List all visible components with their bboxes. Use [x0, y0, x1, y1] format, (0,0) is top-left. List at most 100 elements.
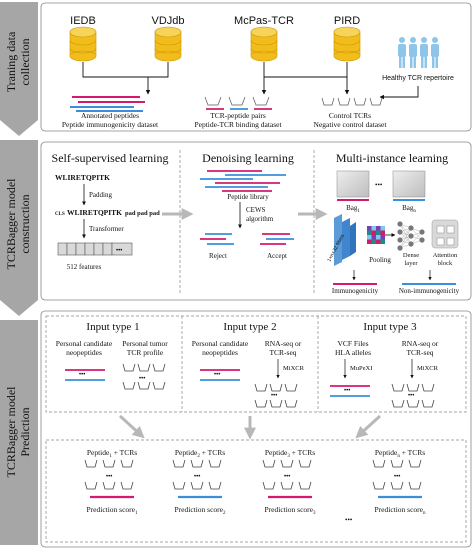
bag-n-image — [392, 170, 426, 198]
ssl-sequence: WLIRETQPITK — [55, 173, 110, 182]
svg-text:Personal tumor: Personal tumor — [122, 339, 168, 348]
neuron — [419, 229, 425, 235]
tcr-icon — [120, 459, 134, 468]
grid-cell — [367, 239, 372, 244]
tcr-icon — [390, 481, 404, 490]
output-3-line1: Control TCRs — [329, 111, 371, 120]
control-tcr-glyph — [337, 97, 351, 106]
neuron — [408, 241, 414, 247]
tcr-icon — [102, 481, 116, 490]
healthy-label: Healthy TCR repertoire — [382, 75, 454, 82]
tcr-icon — [284, 399, 298, 408]
mil-attn1: Attention — [433, 252, 458, 259]
tcr-icon — [391, 399, 405, 408]
stage-label-2: TCRBagger modelconstruction — [4, 178, 32, 270]
grid-cell — [367, 235, 372, 240]
grid-cell — [371, 230, 376, 235]
mil-attn2: block — [438, 260, 453, 267]
ellipsis: ••• — [139, 376, 145, 382]
tcr-glyph — [252, 96, 270, 106]
ssl-transformer: Transformer — [89, 225, 124, 233]
grid-cell — [376, 226, 381, 231]
conv-filters: 1×n×32 filters — [326, 214, 356, 266]
person-icon-4 — [431, 37, 439, 68]
tcr-icon — [284, 383, 298, 392]
tcr-icon — [254, 383, 268, 392]
db-cylinder-2 — [154, 26, 182, 62]
ssl-pads: pad pad pad — [125, 210, 160, 217]
tcr-icon — [269, 383, 283, 392]
feature-box — [102, 242, 113, 256]
dn-algo1: CEWS — [246, 206, 266, 214]
prediction-arrows — [118, 414, 382, 440]
svg-text:McPas-TCR: McPas-TCR — [234, 15, 294, 27]
tcr-icon — [262, 481, 276, 490]
tcr-icon — [406, 399, 420, 408]
db-vdjdb: VDJdb — [151, 15, 184, 27]
tcr-icon — [122, 381, 136, 390]
ssl-padded-seq: WLIRETQPITK — [67, 208, 122, 217]
grid-cell — [371, 235, 376, 240]
tcr-icon — [421, 399, 435, 408]
svg-text:VDJdb: VDJdb — [151, 15, 184, 27]
tcr-icon — [280, 481, 294, 490]
tcr-icon — [190, 459, 204, 468]
tcr-icon — [122, 363, 136, 372]
attention-cell — [446, 237, 455, 246]
input-type-1: Input type 1 Personal candidate neopepti… — [56, 321, 169, 357]
mil-pooling: Pooling — [369, 256, 391, 264]
tcr-icon — [298, 481, 312, 490]
mil-section: Multi-instance learning ••• Bag1 Bagn 1×… — [326, 151, 459, 295]
output-2-line1: TCR-peptide pairs — [210, 111, 266, 120]
grid-cell — [367, 230, 372, 235]
tcr-icon — [254, 399, 268, 408]
tcr-icon — [280, 459, 294, 468]
svg-text:neopeptides: neopeptides — [202, 348, 238, 357]
tcr-icon — [372, 481, 386, 490]
tcr-icon — [208, 481, 222, 490]
outputs-box — [45, 439, 467, 543]
output-peptide-label: Peptide1 + TCRs — [87, 448, 137, 459]
prediction-score-label: Prediction scoren — [374, 505, 426, 516]
person-icon-2 — [409, 37, 417, 68]
output-3-line2: Negative control dataset — [314, 120, 388, 129]
grid-cell — [376, 235, 381, 240]
ellipsis: ••• — [79, 372, 85, 378]
input-type-3: Input type 3 VCF Files HLA alleles RNA-s… — [335, 321, 439, 379]
prediction-score-label: Prediction score1 — [86, 505, 138, 516]
prediction-output-3: Peptide3 + TCRs•••Prediction score3 — [262, 448, 316, 516]
input-type-3-title: Input type 3 — [363, 321, 417, 333]
attention-cell — [436, 237, 445, 246]
output-1-line1: Annotated peptides — [81, 111, 139, 120]
control-tcr-glyph — [369, 97, 383, 106]
neuron — [397, 221, 403, 227]
tcr-glyph — [204, 96, 222, 106]
mil-dense1: Dense — [403, 252, 419, 259]
prediction-outputs: Peptide1 + TCRs•••Prediction score1Pepti… — [84, 448, 426, 516]
db-mcpas: McPas-TCR — [234, 15, 294, 27]
svg-text:PIRD: PIRD — [334, 15, 360, 27]
svg-text:TCR-seq: TCR-seq — [269, 348, 296, 357]
collection-outputs: Annotated peptides Peptide immunogenicit… — [62, 96, 388, 129]
mil-dots: ••• — [375, 181, 383, 189]
ssl-features: 512 features — [67, 263, 102, 271]
tcr-icon — [408, 459, 422, 468]
ellipsis: ••• — [408, 393, 414, 399]
stage-chevrons — [0, 2, 38, 545]
tool-mixcr-2: MiXCR — [417, 365, 439, 372]
tcr-icon — [372, 459, 386, 468]
svg-text:IEDB: IEDB — [70, 15, 96, 27]
tcr-icon — [262, 459, 276, 468]
neuron — [419, 237, 425, 243]
tcr-icon — [120, 481, 134, 490]
tcr-icon — [406, 383, 420, 392]
bag-n-label: Bagn — [402, 204, 416, 214]
grid-cell — [380, 235, 385, 240]
pooling-grid — [367, 226, 385, 244]
tcr-icon — [84, 459, 98, 468]
accept-lines — [260, 233, 294, 245]
tcr-icon — [190, 481, 204, 490]
stage-labels: Traning datacollection TCRBagger modelco… — [4, 31, 32, 477]
tcr-icon — [269, 399, 283, 408]
feature-ellipsis: ••• — [116, 248, 122, 254]
